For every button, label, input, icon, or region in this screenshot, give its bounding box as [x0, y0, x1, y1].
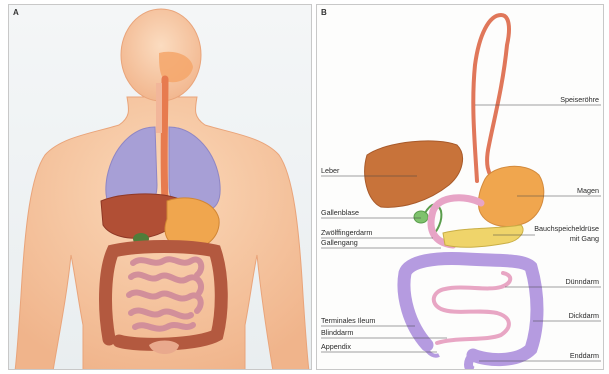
- label-bauchspeicheldruese-2: mit Gang: [570, 235, 599, 243]
- panel-b-letter: B: [321, 8, 327, 17]
- esophagus: [473, 15, 509, 183]
- label-gallenblase: Gallenblase: [321, 209, 359, 217]
- pancreas: [443, 225, 523, 247]
- rectum: [469, 355, 474, 370]
- stomach: [478, 166, 543, 226]
- torso-illustration: [9, 5, 312, 370]
- label-gallengang: Gallengang: [321, 239, 358, 247]
- panel-b-digestive-schematic: B Speiseröhre Magen Bauchspeicheldrüse m…: [316, 4, 604, 370]
- label-appendix: Appendix: [321, 343, 351, 351]
- label-magen: Magen: [577, 187, 599, 195]
- label-dickdarm: Dickdarm: [569, 312, 599, 320]
- panel-a-letter: A: [13, 8, 19, 17]
- label-blinddarm: Blinddarm: [321, 329, 353, 337]
- small-intestine: [434, 273, 511, 343]
- label-speiseroehre: Speiseröhre: [560, 96, 599, 104]
- label-duenndarm: Dünndarm: [565, 278, 599, 286]
- label-terminales-ileum: Terminales Ileum: [321, 317, 375, 325]
- panel-a-body-illustration: A: [8, 4, 312, 370]
- label-enddarm: Enddarm: [570, 352, 599, 360]
- esophagus: [164, 79, 165, 201]
- label-bauchspeicheldruese-1: Bauchspeicheldrüse: [534, 225, 599, 233]
- label-zwoelffingerdarm: Zwölffingerdarm: [321, 229, 372, 237]
- label-leber: Leber: [321, 167, 339, 175]
- large-intestine: [404, 259, 537, 360]
